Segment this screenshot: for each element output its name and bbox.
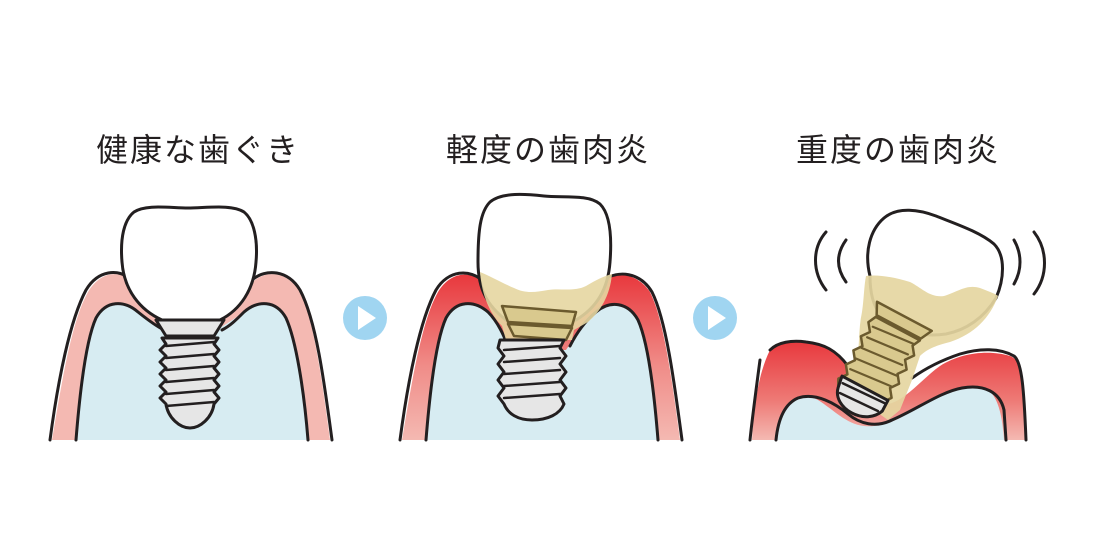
mild-illustration [398, 192, 684, 442]
abutment [500, 304, 578, 328]
next-stage-arrow-1 [343, 296, 387, 340]
crown [120, 205, 258, 322]
healthy-illustration [48, 205, 334, 442]
bone [776, 386, 1008, 440]
gum-inflamed [752, 341, 1026, 440]
wobble-lines [814, 230, 1046, 296]
stage-title-healthy: 健康な歯ぐき [95, 131, 300, 169]
implant-screw [496, 338, 568, 422]
play-arrow-icon [358, 306, 376, 330]
abutment [154, 318, 226, 338]
play-arrow-icon [708, 306, 726, 330]
next-stage-arrow-2 [693, 296, 737, 340]
severe-illustration [748, 208, 1046, 442]
stage-title-mild: 軽度の歯肉炎 [445, 131, 650, 169]
stage-title-severe: 重度の歯肉炎 [795, 131, 1000, 169]
abutment [875, 300, 933, 340]
